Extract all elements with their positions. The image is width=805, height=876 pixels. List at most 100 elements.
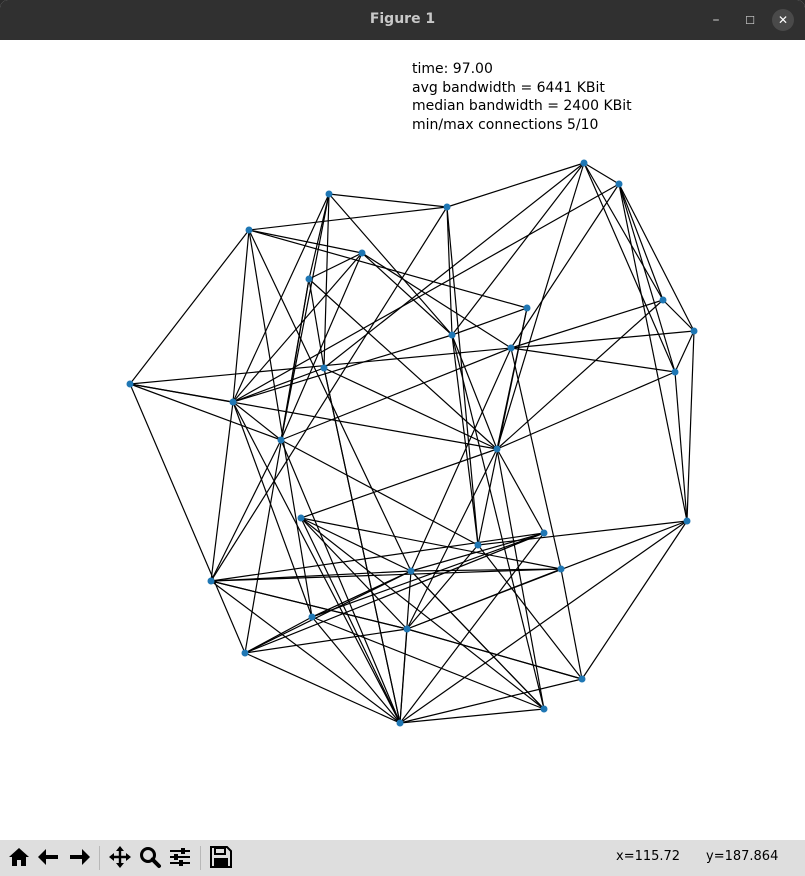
home-button[interactable] (5, 843, 33, 871)
graph-edge (244, 532, 545, 654)
graph-edge (618, 183, 688, 522)
graph-node (229, 398, 237, 406)
graph-edge (618, 183, 695, 332)
graph-edge (477, 307, 528, 546)
time-label: time: 97.00 (412, 61, 493, 77)
graph-node (448, 331, 456, 339)
pan-icon (109, 846, 131, 868)
connections-label: min/max connections 5/10 (412, 116, 599, 133)
graph-node (320, 364, 328, 372)
graph-edge (232, 183, 620, 403)
minimize-button[interactable]: – (706, 10, 726, 30)
graph-edge (300, 517, 545, 710)
graph-node (493, 445, 501, 453)
pan-button[interactable] (106, 843, 134, 871)
graph-node (540, 529, 548, 537)
graph-edge (280, 252, 363, 441)
graph-node (358, 249, 366, 257)
minimize-icon: – (712, 12, 720, 28)
graph-edge (510, 183, 620, 349)
graph-edge (244, 570, 412, 654)
graph-edge (399, 628, 408, 724)
graph-edge (300, 448, 498, 519)
graph-edge (129, 229, 250, 385)
graph-edge (451, 162, 585, 336)
graph-edge (328, 193, 448, 208)
graph-edge (410, 570, 545, 710)
graph-edge (210, 439, 282, 582)
graph-edge (244, 628, 408, 654)
graph-edge (248, 229, 313, 618)
graph-edge (406, 568, 562, 630)
graph-edge (496, 299, 664, 450)
graph-edge (406, 628, 583, 680)
graph-node (396, 719, 404, 727)
graph-edge (477, 520, 688, 546)
forward-button[interactable] (65, 843, 93, 871)
maximize-button[interactable]: ☐ (740, 10, 760, 30)
graph-edge (244, 278, 310, 654)
graph-edge (618, 183, 664, 301)
graph-edge (248, 229, 412, 572)
window-title: Figure 1 (369, 11, 436, 27)
graph-node (241, 649, 249, 657)
graph-edge (311, 532, 545, 618)
graph-edge (674, 330, 695, 373)
cursor-y-readout: y=187.864 (706, 849, 779, 864)
graph-edge (451, 307, 528, 336)
graph-edge (280, 347, 512, 441)
graph-edge (232, 367, 325, 403)
configure-subplots-icon (170, 848, 190, 866)
network-graph (126, 159, 698, 727)
graph-edge (410, 347, 512, 572)
graph-edge (583, 162, 676, 373)
title-bar: Figure 1 – ☐ ✕ (0, 0, 805, 40)
graph-edge (618, 183, 676, 373)
graph-edge (451, 334, 498, 450)
graph-edge (210, 570, 412, 582)
info-text-block: time: 97.00 avg bandwidth = 6441 KBit me… (412, 60, 632, 134)
graph-edge (311, 616, 401, 724)
toolbar-separator (99, 846, 100, 870)
plot-canvas[interactable] (0, 40, 805, 840)
graph-edge (399, 520, 688, 724)
graph-node (683, 517, 691, 525)
avg-bandwidth-label: avg bandwidth = 6441 KBit (412, 79, 605, 96)
back-arrow-icon (38, 849, 58, 865)
graph-edge (323, 193, 330, 369)
graph-edge (686, 330, 695, 522)
graph-edge (280, 439, 401, 724)
graph-edge (410, 532, 545, 572)
back-button[interactable] (35, 843, 63, 871)
close-button[interactable]: ✕ (772, 9, 794, 31)
save-icon (210, 846, 232, 868)
configure-subplots-button[interactable] (166, 843, 194, 871)
save-button[interactable] (207, 843, 235, 871)
edges-layer (129, 162, 695, 724)
graph-edge (300, 517, 412, 572)
close-icon: ✕ (777, 13, 789, 27)
graph-node (523, 304, 531, 312)
graph-edge (300, 517, 562, 570)
graph-node (671, 368, 679, 376)
graph-edge (451, 334, 545, 710)
graph-node (507, 344, 515, 352)
graph-edge (210, 532, 545, 582)
graph-edge (129, 347, 512, 385)
graph-edge (210, 580, 401, 724)
graph-edge (311, 616, 545, 710)
graph-node (207, 577, 215, 585)
graph-edge (406, 448, 498, 630)
graph-edge (244, 652, 401, 724)
graph-edge (280, 439, 479, 546)
graph-edge (510, 347, 676, 373)
graph-node (690, 327, 698, 335)
graph-edge (232, 252, 363, 403)
graph-edge (583, 162, 664, 301)
graph-node (443, 203, 451, 211)
graph-edge (308, 252, 363, 280)
graph-edge (323, 367, 401, 724)
graph-edge (232, 401, 282, 441)
zoom-button[interactable] (136, 843, 164, 871)
